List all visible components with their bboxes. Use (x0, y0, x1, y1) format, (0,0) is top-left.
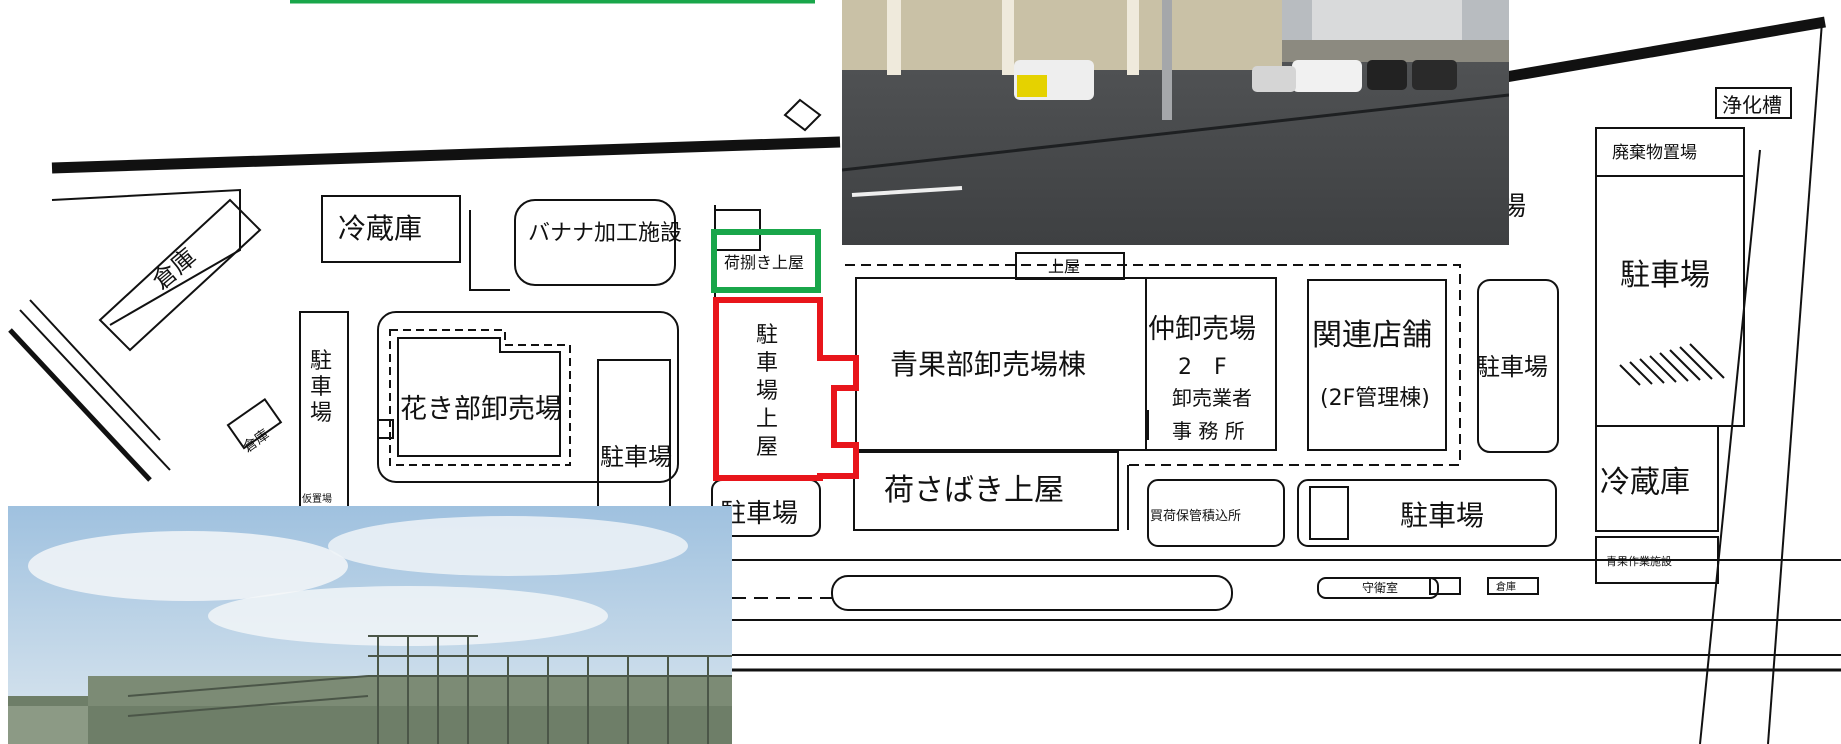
label-temp-left: 仮置場 (302, 492, 332, 505)
label-warehouse-small: 倉庫 (1496, 580, 1516, 593)
red-highlight (713, 297, 859, 481)
label-roof-small: 上屋 (1048, 257, 1080, 276)
rail-line-3 (29, 299, 161, 441)
label-purification: 浄化槽 (1722, 93, 1782, 117)
flower-dashed (389, 329, 571, 466)
flower-outer (377, 311, 679, 483)
label-parking-center: 駐車場 (600, 443, 672, 471)
label-cold-storage-top: 冷蔵庫 (338, 212, 422, 245)
road-strip (831, 575, 1233, 611)
road-outline (51, 188, 241, 326)
cold-right-box (1595, 425, 1719, 532)
cold-storage-top-box (321, 195, 461, 263)
label-parking-far-right: 駐車場 (1620, 258, 1710, 293)
road-strip-2 (1317, 577, 1439, 599)
label-vegetable-building: 青果部卸売場棟 (890, 348, 1086, 381)
label-parking-vertical-2: 車 (310, 375, 332, 400)
label-mgmt: (2F管理棟) (1320, 386, 1430, 411)
purification-box (1715, 87, 1792, 119)
red-highlight-label: 駐 車 場 上 屋 (756, 323, 778, 460)
parking-hatch (1619, 343, 1725, 386)
rail-line (19, 309, 171, 471)
label-red-2: 車 (756, 351, 778, 376)
unloading-box (853, 451, 1119, 531)
label-banana: バナナ加工施設 (528, 221, 682, 246)
label-red-3: 場 (756, 379, 778, 404)
label-unloading-roof: 荷さばき上屋 (884, 473, 1064, 508)
parking-center-box (597, 359, 671, 511)
parking-far-right-box (1595, 175, 1745, 427)
main-dashed (845, 264, 1461, 466)
label-cold-storage-right: 冷蔵庫 (1600, 465, 1690, 500)
parking-roof-photo (842, 0, 1509, 245)
label-parking-vertical-3: 場 (310, 401, 332, 426)
goods-box (1147, 479, 1285, 547)
label-flower: 花き部卸売場 (400, 394, 562, 425)
related-box (1307, 279, 1447, 451)
label-sorting-roof: 荷捌き上屋 (724, 253, 804, 272)
label-red-4: 上 (756, 407, 778, 432)
roof-small-box (1015, 252, 1125, 280)
label-waste: 廃棄物置場 (1612, 143, 1697, 163)
label-related-shops: 関連店舗 (1312, 318, 1432, 353)
boundary-line-right (1499, 16, 1826, 84)
boundary-line (51, 136, 841, 174)
label-guard: 守衛室 (1362, 580, 1398, 595)
parking-bottom-right-box (1297, 479, 1557, 547)
label-goods-storage: 買荷保管積込所 (1150, 509, 1241, 524)
label-parking-bottom-right: 駐車場 (1400, 499, 1484, 532)
parking-vertical-label: 駐 車 場 (310, 349, 332, 426)
label-veg-work: 青果作業施設 (1606, 554, 1672, 568)
label-red-5: 屋 (756, 435, 778, 460)
label-office-3: 事 務 所 (1172, 419, 1245, 443)
green-highlight (711, 229, 821, 293)
label-office-1: 2 F (1178, 355, 1227, 380)
construction-photo (8, 506, 732, 744)
label-red-1: 駐 (756, 323, 778, 348)
rail-line-2 (8, 328, 152, 482)
banana-box (514, 199, 676, 286)
parking-right-box (1477, 279, 1559, 453)
warehouse-shape (98, 198, 262, 352)
middle-box (1145, 277, 1277, 451)
label-parking-right: 駐車場 (1476, 353, 1548, 381)
label-parking-vertical-1: 駐 (310, 349, 332, 374)
label-parking-bottom-left: 駐車場 (720, 499, 798, 529)
label-office-2: 卸売業者 (1172, 386, 1252, 410)
label-middle-wholesale: 仲卸売場 (1148, 314, 1256, 345)
label-warehouse-left: 倉庫 (240, 426, 273, 456)
